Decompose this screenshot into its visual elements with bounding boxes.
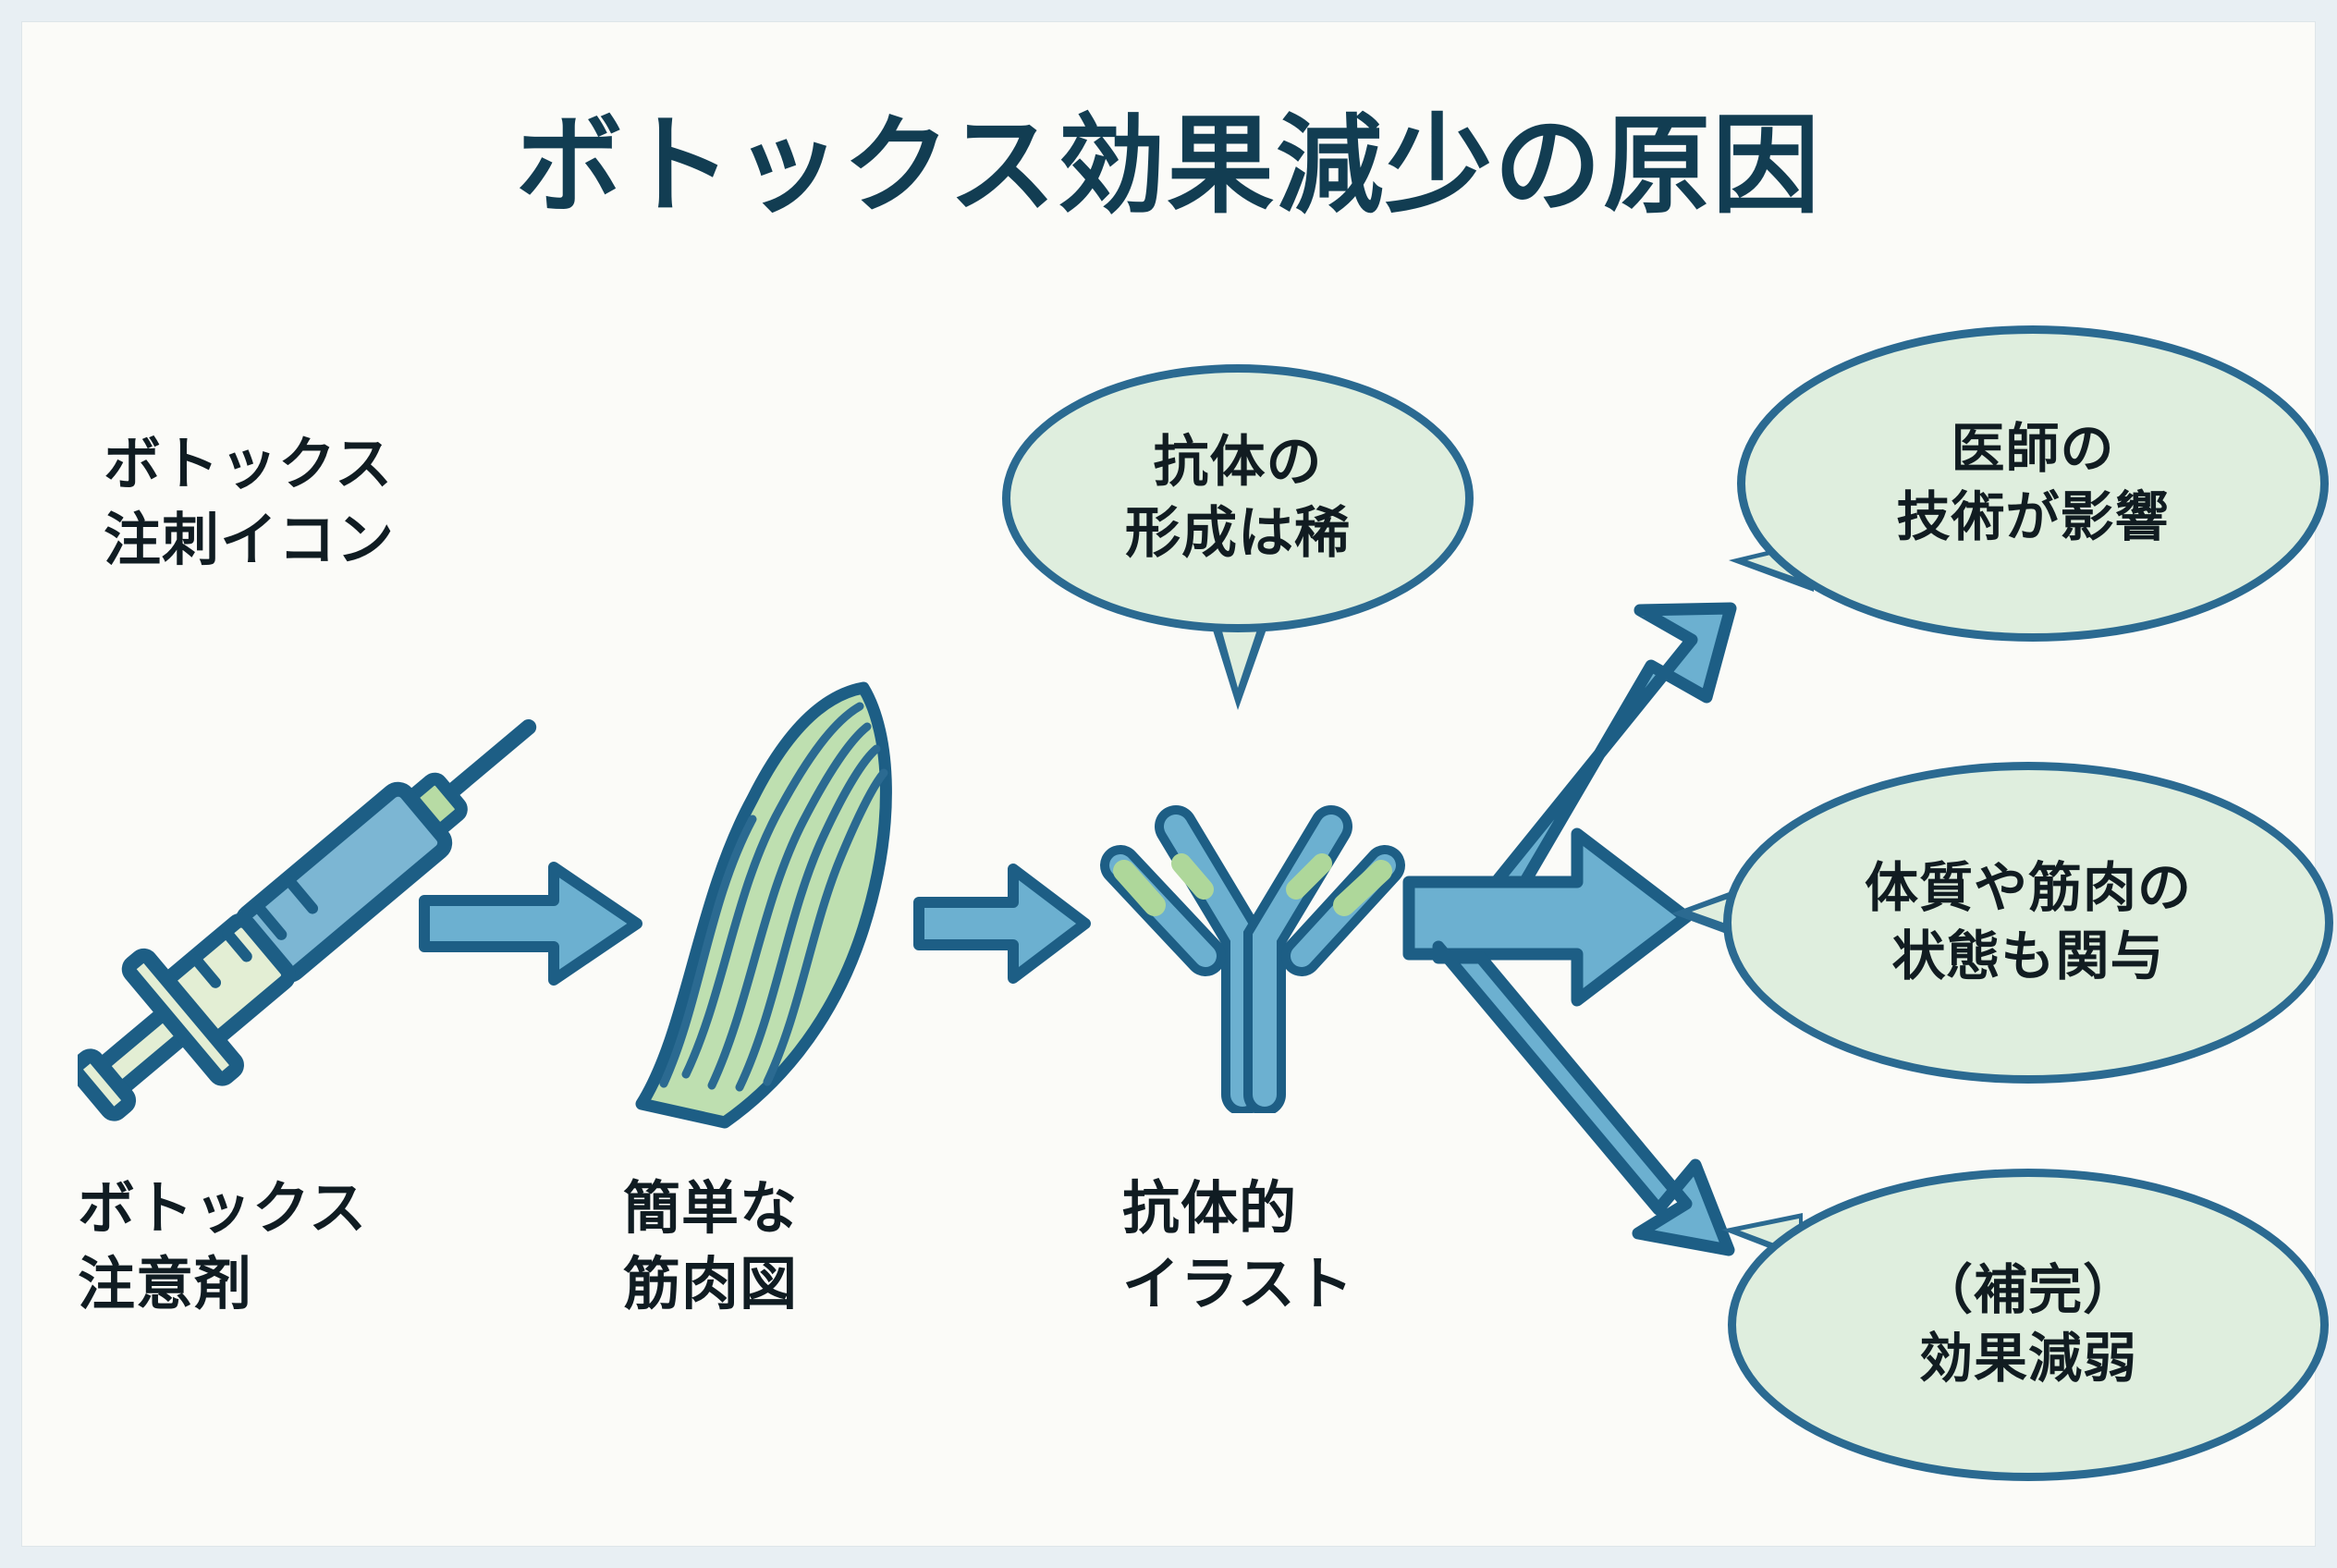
infographic-canvas: ボトックス効果減少の原因 ボトックス 注刺イコン <box>22 22 2333 1546</box>
bubble-body-condition[interactable]: 体質や筋肉の 状態も関与 <box>1723 762 2333 1084</box>
caption-simple-muscle-diagram: 簡単な 筋肉図 <box>623 1177 799 1317</box>
antibody-icon <box>1067 725 1418 1116</box>
arrow-right-icon-1 <box>415 854 646 993</box>
caption-botox-agent: ボトックス 注意剤 <box>78 1177 368 1317</box>
three-way-branch-arrow-icon <box>1381 577 2065 1261</box>
bubble-effect-weakening-text: （補完） 効果減弱 <box>1918 1259 2137 1389</box>
bubble-doctor-skill[interactable]: 医師の 技術が影響 <box>1737 325 2329 642</box>
bubble-antibody-note-text: 抗体の 形成は稀 <box>1125 431 1351 564</box>
bubble-tail-antibody-note-fill <box>1219 621 1260 688</box>
arrow-right-icon-2 <box>910 854 1095 993</box>
muscle-diagram-icon <box>586 669 956 1132</box>
bubble-effect-weakening[interactable]: （補完） 効果減弱 <box>1728 1169 2329 1481</box>
page-title: ボトックス効果減少の原因 <box>515 105 1822 226</box>
bubble-body-condition-text: 体質や筋肉の 状態も関与 <box>1864 857 2192 986</box>
bubble-antibody-note[interactable]: 抗体の 形成は稀 <box>1002 364 1474 632</box>
caption-botox-injection-icon: ボトックス 注刺イコン <box>104 433 396 572</box>
bubble-doctor-skill-text: 医師の 技術が影響 <box>1896 418 2170 547</box>
caption-antibody-illustration: 抗体的 イラスト <box>1122 1177 1354 1317</box>
syringe-icon <box>67 660 558 1132</box>
